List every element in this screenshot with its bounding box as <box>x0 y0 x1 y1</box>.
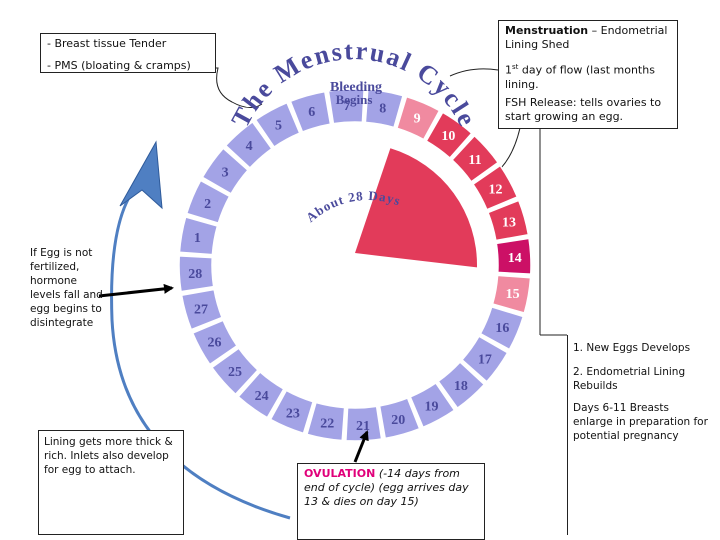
day-segment-21 <box>345 405 383 442</box>
leader-lines <box>215 67 567 336</box>
note-fsh: FSH Release: tells ovaries to start grow… <box>505 95 662 123</box>
day-label-27: 27 <box>194 302 208 317</box>
day-segment-15 <box>491 274 532 314</box>
bleeding-begins-label: Bleeding <box>330 80 382 95</box>
day-segment-4 <box>224 120 273 170</box>
first-day-num: 1 <box>505 63 512 77</box>
note-breasts-enlarge: Days 6-11 Breasts enlarge in preparation… <box>573 402 708 442</box>
day-segment-24 <box>237 370 285 419</box>
day-label-1: 1 <box>194 231 201 246</box>
note-top-right: Menstruation – Endometrial Lining Shed 1… <box>498 20 678 129</box>
day-segment-9 <box>395 95 441 141</box>
day-label-10: 10 <box>441 129 455 144</box>
time-word: Time <box>367 336 424 371</box>
day-label-2: 2 <box>204 197 211 212</box>
day-segment-13 <box>487 199 530 242</box>
day-label-15: 15 <box>506 287 520 302</box>
note-pms: - PMS (bloating & cramps) <box>47 59 191 72</box>
day-segment-6 <box>289 90 332 133</box>
day-segment-20 <box>378 397 421 440</box>
day-segment-2 <box>185 179 231 225</box>
note-breast-tender: - Breast tissue Tender <box>47 37 167 50</box>
first-day-text: day of flow (last months lining. <box>505 63 655 91</box>
note-lining-thick: Lining gets more thick & rich. Inlets al… <box>38 430 184 535</box>
day-label-5: 5 <box>275 119 282 134</box>
begins-label: Begins <box>336 92 373 107</box>
day-label-3: 3 <box>222 166 229 181</box>
time-label: Time <box>367 336 424 371</box>
day-segment-28 <box>178 255 215 293</box>
fertile-label: Fertile <box>339 297 417 343</box>
fertile-word: Fertile <box>339 297 417 343</box>
day-segment-8 <box>364 88 404 129</box>
day-label-20: 20 <box>391 413 405 428</box>
day-label-17: 17 <box>478 352 492 367</box>
day-segment-7 <box>327 88 365 125</box>
note-new-eggs: 1. New Eggs Develops <box>573 342 691 354</box>
day-label-6: 6 <box>308 105 315 120</box>
day-label-28: 28 <box>188 267 202 282</box>
note-top-left: - Breast tissue Tender - PMS (bloating &… <box>40 33 216 73</box>
day-segment-22 <box>306 401 346 442</box>
day-segment-12 <box>471 164 519 211</box>
day-label-21: 21 <box>356 419 370 434</box>
fertile-time-wedge <box>355 148 478 268</box>
day-segment-14 <box>495 237 532 275</box>
day-label-23: 23 <box>286 406 300 421</box>
arrow-to-ovulation <box>353 430 369 463</box>
note-ovulation: OVULATION (-14 days from end of cycle) (… <box>297 463 485 540</box>
day-segment-25 <box>210 347 260 396</box>
day-label-9: 9 <box>414 112 421 127</box>
ovulation-label: OVULATION <box>304 467 376 480</box>
arrow-to-day-21 <box>98 283 174 298</box>
note-menstruation: Menstruation – Endometrial Lining Shed <box>505 24 671 52</box>
day-segment-27 <box>180 288 223 331</box>
day-segment-18 <box>437 360 486 410</box>
day-label-12: 12 <box>489 183 503 198</box>
day-segment-17 <box>460 335 509 383</box>
day-segment-23 <box>269 389 315 435</box>
cycle-ring <box>178 88 532 442</box>
day-label-26: 26 <box>208 336 222 351</box>
day-label-13: 13 <box>502 216 516 231</box>
egg-not-fertilized-text: If Egg is not fertilized, hormone levels… <box>30 247 103 329</box>
day-segment-19 <box>409 381 456 429</box>
menstruation-suffix: – Endometrial Lining Shed <box>505 24 668 51</box>
note-egg-not-fertilized: If Egg is not fertilized, hormone levels… <box>30 246 106 330</box>
day-segment-5 <box>254 101 301 149</box>
day-label-16: 16 <box>495 321 509 336</box>
blue-curved-arrow <box>110 140 291 520</box>
black-arrows <box>98 283 369 463</box>
lining-thick-text: Lining gets more thick & rich. Inlets al… <box>44 436 173 476</box>
day-label-24: 24 <box>255 389 269 404</box>
first-day-sup: st <box>512 63 519 71</box>
ovulation-text: OVULATION (-14 days from end of cycle) (… <box>304 467 478 509</box>
day-segment-1 <box>178 216 219 256</box>
day-label-25: 25 <box>228 365 242 380</box>
menstruation-title: Menstruation <box>505 24 589 37</box>
note-right: 1. New Eggs Develops 2. Endometrial Lini… <box>567 335 711 535</box>
day-label-4: 4 <box>246 139 253 154</box>
day-label-14: 14 <box>508 251 522 266</box>
day-segment-3 <box>201 147 250 195</box>
day-segment-26 <box>191 319 239 366</box>
day-segment-16 <box>479 305 525 351</box>
day-label-18: 18 <box>454 379 468 394</box>
day-label-11: 11 <box>468 153 481 168</box>
day-label-22: 22 <box>320 417 334 432</box>
note-lining-rebuilds: 2. Endometrial Lining Rebuilds <box>573 366 686 392</box>
note-first-day: 1st day of flow (last months lining. <box>505 60 671 92</box>
bleeding-word: Bleeding <box>330 80 382 95</box>
ovulation-detail: (-14 days from end of cycle) (egg arrive… <box>304 467 469 508</box>
day-segment-11 <box>450 134 500 183</box>
day-segment-10 <box>425 111 473 160</box>
begins-word: Begins <box>336 92 373 107</box>
day-label-7: 7 <box>344 99 351 114</box>
day-label-19: 19 <box>425 400 439 415</box>
day-label-8: 8 <box>379 101 386 116</box>
